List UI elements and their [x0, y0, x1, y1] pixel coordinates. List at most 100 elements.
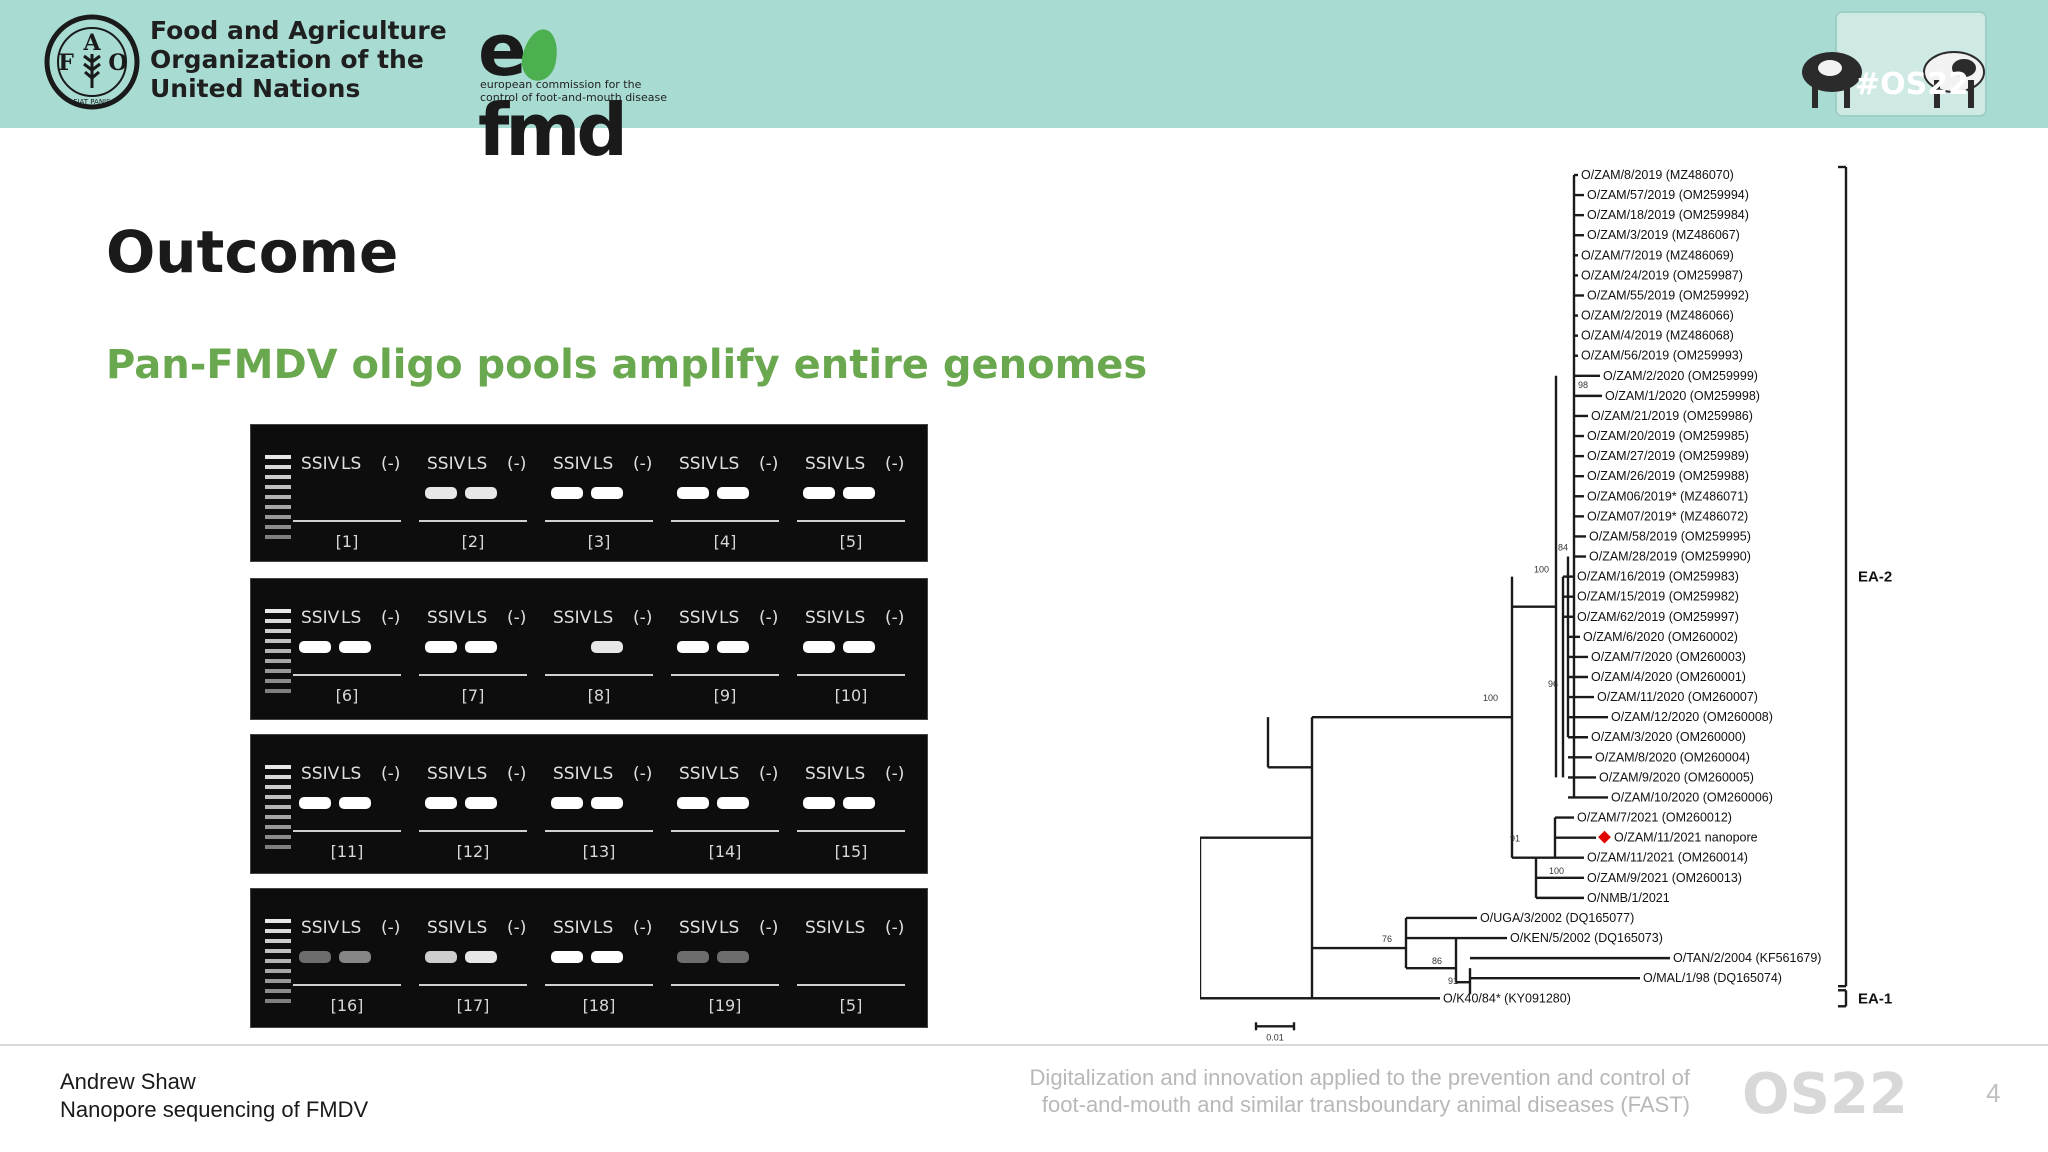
gel-band	[843, 487, 875, 499]
fao-name-line: United Nations	[150, 74, 361, 103]
lane-label: LS	[719, 454, 739, 474]
lane-label: LS	[719, 764, 739, 784]
lane-label: SSIV	[553, 918, 592, 938]
ladder-band	[265, 639, 291, 643]
lane-label: LS	[341, 608, 361, 628]
lane-label: (-)	[507, 454, 526, 474]
bootstrap-value: 96	[1548, 679, 1558, 689]
lane-label: (-)	[381, 608, 400, 628]
ladder-band	[265, 475, 291, 479]
gel-band	[299, 951, 331, 963]
sample-label: [13]	[583, 842, 616, 861]
lane-label: LS	[341, 454, 361, 474]
bootstrap-value: 91	[1510, 834, 1520, 844]
lane-label: (-)	[381, 454, 400, 474]
taxon-label: O/TAN/2/2004 (KF561679)	[1673, 951, 1821, 965]
bootstrap-value: 84	[1558, 542, 1568, 552]
gel-band	[677, 951, 709, 963]
lane-label: LS	[719, 918, 739, 938]
taxon-label: O/ZAM/18/2019 (OM259984)	[1587, 208, 1749, 222]
lane-label: (-)	[507, 764, 526, 784]
taxon-label: O/ZAM/9/2020 (OM260005)	[1599, 770, 1754, 784]
ladder-band	[265, 465, 291, 469]
lane-label: SSIV	[679, 454, 718, 474]
ladder-band	[265, 669, 291, 673]
lane-label: (-)	[633, 918, 652, 938]
lane-label: (-)	[885, 764, 904, 784]
svg-text:FIAT PANIS: FIAT PANIS	[73, 98, 111, 106]
gel-band	[591, 641, 623, 653]
lane-label: LS	[341, 918, 361, 938]
taxon-label: O/ZAM/4/2020 (OM260001)	[1591, 670, 1746, 684]
conference-line: Digitalization and innovation applied to…	[1029, 1065, 1690, 1090]
gel-band	[465, 487, 497, 499]
lane-label: (-)	[381, 764, 400, 784]
nanopore-marker-icon	[1598, 830, 1611, 844]
lane-label: LS	[593, 454, 613, 474]
ladder-band	[265, 979, 291, 983]
sample-label: [9]	[714, 686, 737, 705]
phylogenetic-tree: O/ZAM/8/2019 (MZ486070)O/ZAM/57/2019 (OM…	[1200, 165, 1892, 1042]
lane-label: (-)	[633, 454, 652, 474]
gel-band	[425, 641, 457, 653]
ladder-band	[265, 969, 291, 973]
taxon-label: O/KEN/5/2002 (DQ165073)	[1510, 931, 1663, 945]
taxon-label: O/ZAM/26/2019 (OM259988)	[1587, 469, 1749, 483]
ladder-band	[265, 505, 291, 509]
lane-label: (-)	[759, 608, 778, 628]
taxon-label: O/ZAM/7/2019 (MZ486069)	[1581, 248, 1734, 262]
ladder-band	[265, 785, 291, 789]
lane-label: SSIV	[553, 454, 592, 474]
sample-label: [12]	[457, 842, 490, 861]
lane-label: SSIV	[301, 918, 340, 938]
taxon-label: O/ZAM/11/2021 nanopore	[1614, 831, 1758, 845]
taxon-label: O/MAL/1/98 (DQ165074)	[1643, 971, 1782, 985]
ladder-band	[265, 805, 291, 809]
gel-band	[551, 797, 583, 809]
gel-band	[717, 487, 749, 499]
bootstrap-value: 86	[1432, 956, 1442, 966]
ladder-band	[265, 495, 291, 499]
eufmd-wordmark: efmd	[478, 8, 628, 172]
sample-label: [15]	[835, 842, 868, 861]
taxon-label: O/ZAM/12/2020 (OM260008)	[1611, 710, 1773, 724]
lane-label: SSIV	[427, 918, 466, 938]
scale-label: 0.01	[1266, 1032, 1284, 1042]
ladder-band	[265, 825, 291, 829]
gel-band	[465, 951, 497, 963]
gel-band	[299, 797, 331, 809]
leaf-icon	[517, 26, 562, 84]
taxon-label: O/ZAM/7/2020 (OM260003)	[1591, 650, 1746, 664]
gel-band	[425, 797, 457, 809]
gel-band	[803, 641, 835, 653]
taxon-label: O/ZAM/11/2020 (OM260007)	[1597, 690, 1758, 704]
lane-label: SSIV	[427, 608, 466, 628]
ladder-band	[265, 929, 291, 933]
clade-label: EA-2	[1858, 569, 1892, 586]
taxon-label: O/UGA/3/2002 (DQ165077)	[1480, 911, 1634, 925]
bootstrap-value: 100	[1534, 565, 1549, 575]
gel-band	[551, 951, 583, 963]
footer-event-logo: OS22	[1742, 1062, 1908, 1127]
author-name: Andrew Shaw	[60, 1069, 196, 1094]
footer-author: Andrew Shaw Nanopore sequencing of FMDV	[60, 1068, 368, 1124]
gel-band	[843, 797, 875, 809]
lane-label: LS	[845, 608, 865, 628]
lane-label: SSIV	[805, 918, 844, 938]
taxon-label: O/ZAM06/2019* (MZ486071)	[1587, 489, 1748, 503]
ladder-band	[265, 619, 291, 623]
bootstrap-value: 91	[1448, 976, 1458, 986]
gel-band	[339, 951, 371, 963]
lane-label: SSIV	[805, 608, 844, 628]
ladder-band	[265, 765, 291, 769]
lane-label: LS	[341, 764, 361, 784]
ladder-band	[265, 815, 291, 819]
taxon-label: O/ZAM/10/2020 (OM260006)	[1611, 790, 1773, 804]
gel-band	[843, 641, 875, 653]
